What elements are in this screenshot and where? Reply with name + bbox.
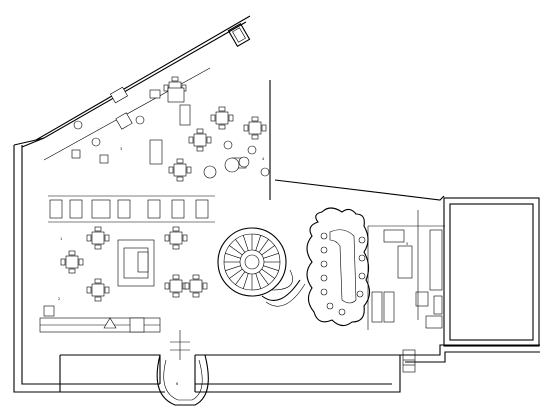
tags: 1 2 3 4 5 6 xyxy=(58,147,408,386)
lounge-sofa xyxy=(117,239,155,287)
table-4-seat xyxy=(210,106,234,130)
tag-1: 1 xyxy=(60,237,62,241)
stair-tread xyxy=(225,265,241,271)
stair-tread xyxy=(229,245,243,256)
bar-stool xyxy=(358,272,366,280)
tag-3: 3 xyxy=(120,147,122,151)
round-table xyxy=(247,145,257,155)
stair-tread xyxy=(243,235,249,251)
table-4-seat xyxy=(168,158,192,182)
table-4-seat xyxy=(86,278,110,302)
round-table xyxy=(135,115,145,125)
bar-stool xyxy=(320,274,328,282)
round-table xyxy=(91,137,101,147)
booths-left xyxy=(48,195,215,223)
table-4-seat xyxy=(164,226,188,250)
bar-stool xyxy=(358,236,366,244)
kitchen-equipment xyxy=(367,210,445,330)
table-4-seat xyxy=(86,226,110,250)
stair-tread xyxy=(255,273,261,289)
round-tables xyxy=(73,115,257,155)
service-counter xyxy=(39,305,161,333)
stair-tread xyxy=(261,245,275,256)
stair-tread xyxy=(225,253,241,259)
small-stair xyxy=(402,349,416,373)
central-bar xyxy=(306,207,371,327)
stair-tread xyxy=(263,265,279,271)
bottom-entrance xyxy=(156,330,209,406)
round-table xyxy=(73,120,83,130)
stair-tread xyxy=(235,239,246,253)
top-furniture xyxy=(71,86,270,179)
table-4-seat xyxy=(164,274,188,298)
stair-tread xyxy=(258,271,269,285)
stair-tread xyxy=(258,239,269,253)
table-4-seat xyxy=(188,128,212,152)
bar-stool xyxy=(320,246,328,254)
stair-tread xyxy=(229,268,243,279)
table-4-seat xyxy=(60,250,84,274)
bar-stool xyxy=(338,308,346,316)
tag-6: 6 xyxy=(176,382,178,386)
bar-stool xyxy=(326,302,334,310)
table-4-seat xyxy=(243,116,267,140)
stair-tread xyxy=(235,271,246,285)
round-table xyxy=(223,140,233,150)
bar-stool xyxy=(320,260,328,268)
tag-2: 2 xyxy=(58,297,60,301)
stair-tread xyxy=(243,273,249,289)
table-4-seat xyxy=(184,274,208,298)
stair-tread xyxy=(255,235,261,251)
tag-5: 5 xyxy=(406,242,408,246)
bar-stool xyxy=(320,232,328,240)
top-right-column xyxy=(227,22,251,48)
stair-tread xyxy=(261,268,275,279)
outer-walls xyxy=(13,15,540,393)
bar-stool xyxy=(358,254,366,262)
bar-stool xyxy=(356,290,364,298)
bar-stool xyxy=(320,288,328,296)
spiral-staircase xyxy=(217,227,306,307)
stair-tread xyxy=(263,253,279,259)
tag-4: 4 xyxy=(262,157,265,161)
